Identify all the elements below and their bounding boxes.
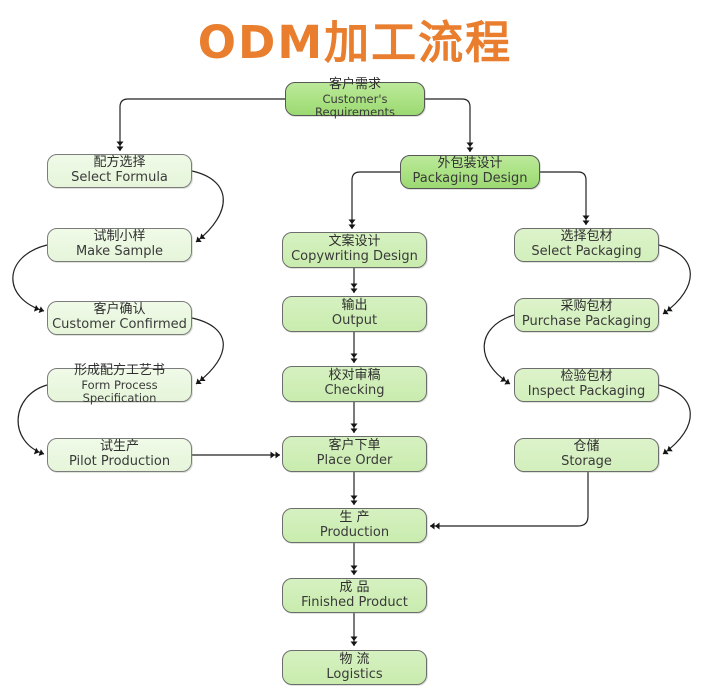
- node-label-cn: 客户需求: [328, 77, 381, 93]
- node-label-en: Checking: [324, 383, 385, 398]
- node-label-en: Place Order: [316, 453, 393, 468]
- node-pilot-production: 试生产 Pilot Production: [47, 438, 192, 472]
- node-make-sample: 试制小样 Make Sample: [47, 228, 192, 262]
- node-inspect-packaging: 检验包材 Inspect Packaging: [514, 368, 659, 402]
- node-label-en: Select Formula: [71, 170, 168, 185]
- node-label-cn: 外包装设计: [437, 156, 503, 172]
- connector-requirements-to-formula: [116, 98, 285, 151]
- node-label-en: Customer Confirmed: [52, 317, 187, 332]
- connector-inspect-to-storage: [658, 384, 691, 455]
- node-label-en: Select Packaging: [531, 244, 642, 259]
- node-label-cn: 文案设计: [328, 234, 381, 250]
- node-select-formula: 配方选择 Select Formula: [47, 154, 192, 188]
- node-label-cn: 生 产: [339, 509, 370, 525]
- node-label-cn: 仓储: [573, 439, 600, 455]
- node-label-cn: 配方选择: [93, 155, 146, 171]
- node-label-cn: 选择包材: [560, 229, 613, 245]
- node-customer-confirmed: 客户确认 Customer Confirmed: [47, 301, 192, 335]
- connector-sample-to-confirmed: [12, 244, 48, 314]
- node-label-en: Purchase Packaging: [521, 314, 652, 329]
- node-label-cn: 物 流: [339, 651, 370, 667]
- node-label-cn: 形成配方工艺书: [73, 363, 165, 379]
- node-form-process-specification: 形成配方工艺书 Form Process Specification: [47, 363, 192, 406]
- node-label-cn: 试制小样: [93, 229, 146, 245]
- node-customer-requirements: 客户需求 Customer's Requirements: [285, 77, 425, 120]
- connector-confirmed-to-specification: [191, 317, 224, 385]
- node-packaging-design: 外包装设计 Packaging Design: [400, 155, 540, 189]
- node-copywriting-design: 文案设计 Copywriting Design: [282, 232, 427, 268]
- node-label-cn: 客户下单: [328, 438, 381, 454]
- node-label-cn: 试生产: [99, 439, 139, 455]
- connector-requirements-to-packaging-design: [425, 98, 474, 152]
- page-title: ODM加工流程: [197, 16, 513, 69]
- node-label-en: Production: [319, 524, 390, 540]
- node-purchase-packaging: 采购包材 Purchase Packaging: [514, 298, 659, 332]
- connector-purchase-to-inspect: [483, 314, 515, 385]
- node-label-en: Finished Product: [301, 594, 408, 610]
- node-place-order: 客户下单 Place Order: [282, 436, 427, 472]
- node-label-en: Logistics: [326, 666, 383, 682]
- node-output: 输出 Output: [282, 296, 427, 332]
- connector-specification-to-pilot: [17, 384, 48, 456]
- node-label-en: Pilot Production: [68, 454, 171, 469]
- connector-storage-to-production: [430, 472, 589, 530]
- node-label-en: Output: [331, 313, 378, 328]
- node-label-en: Form Process Specification: [81, 378, 158, 406]
- node-label-en: Make Sample: [75, 244, 164, 259]
- node-storage: 仓储 Storage: [514, 438, 659, 472]
- node-label-cn: 成 品: [339, 579, 370, 595]
- node-finished-product: 成 品 Finished Product: [282, 578, 427, 613]
- node-label-cn: 输出: [341, 298, 368, 314]
- node-label-cn: 客户确认: [93, 302, 146, 318]
- connector-formula-to-sample: [191, 170, 224, 243]
- node-label-en: Copywriting Design: [291, 249, 418, 264]
- node-logistics: 物 流 Logistics: [282, 650, 427, 685]
- node-label-en: Packaging Design: [412, 171, 528, 186]
- node-select-packaging: 选择包材 Select Packaging: [514, 228, 659, 262]
- node-label-cn: 校对审稿: [328, 368, 381, 384]
- node-production: 生 产 Production: [282, 508, 427, 543]
- node-label-en: Inspect Packaging: [527, 384, 646, 399]
- node-label-en: Customer's Requirements: [315, 92, 395, 120]
- node-label-cn: 检验包材: [560, 369, 613, 385]
- node-label-cn: 采购包材: [560, 299, 613, 315]
- node-checking: 校对审稿 Checking: [282, 366, 427, 402]
- connector-packaging-design-to-copywriting: [348, 171, 400, 229]
- node-label-en: Storage: [561, 454, 612, 469]
- connector-packaging-design-to-select-packaging: [540, 171, 590, 225]
- connector-select-to-purchase: [658, 244, 691, 315]
